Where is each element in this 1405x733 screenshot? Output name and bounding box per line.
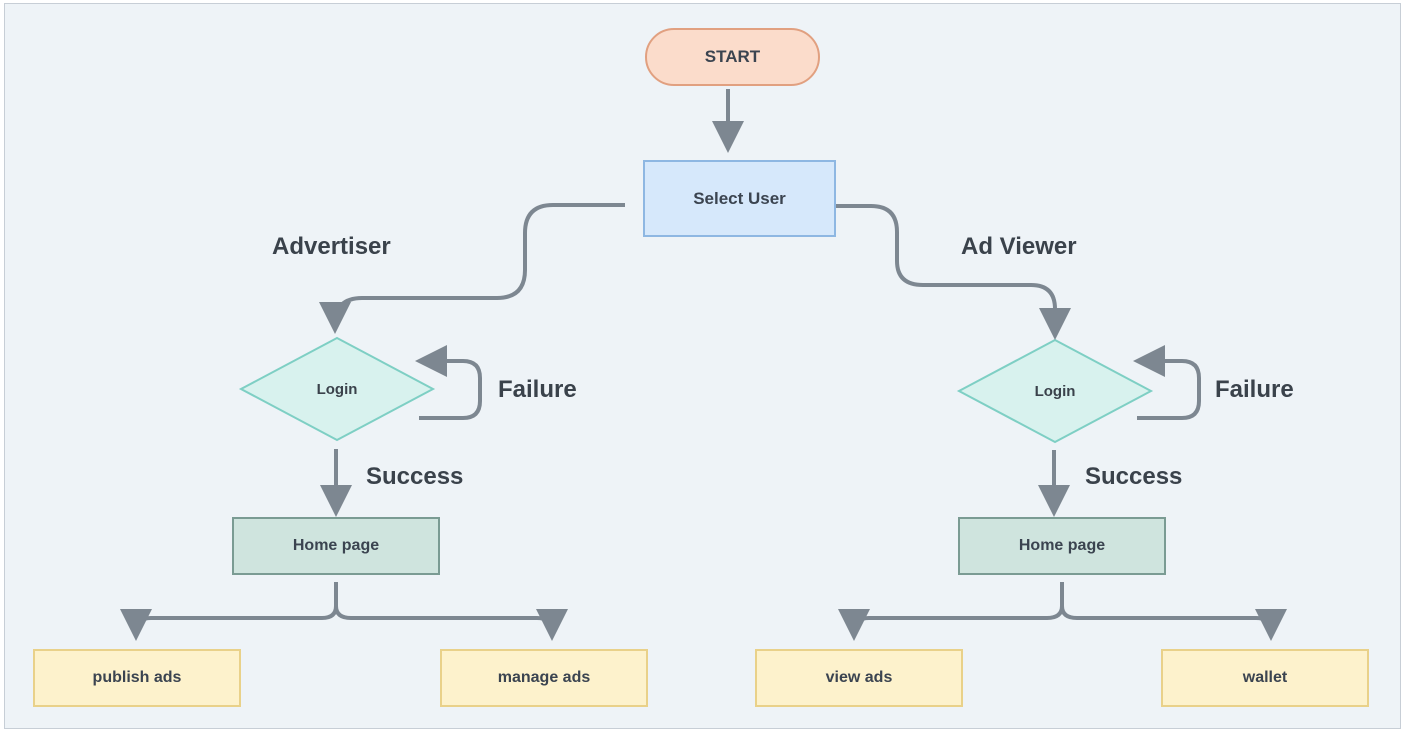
- left-home-to-manage-arrow: [334, 582, 568, 641]
- left-login-label: Login: [316, 381, 358, 398]
- right-success-label: Success: [1085, 463, 1183, 490]
- left-login-diamond: [238, 336, 436, 442]
- view-ads-node: view ads: [755, 649, 963, 707]
- start-label: START: [704, 47, 761, 66]
- left-success-label: Success: [366, 463, 464, 490]
- right-home-page-node: Home page: [958, 517, 1166, 575]
- wallet-node: wallet: [1161, 649, 1369, 707]
- manage-ads-node: manage ads: [440, 649, 648, 707]
- right-login-label: Login: [1034, 383, 1076, 400]
- start-node: START: [645, 28, 820, 86]
- left-home-to-publish-arrow: [120, 582, 338, 641]
- left-home-page-label: Home page: [292, 537, 380, 554]
- left-failure-loop-arrow: [415, 345, 482, 420]
- ad-viewer-branch-label: Ad Viewer: [961, 233, 1077, 260]
- left-home-page-node: Home page: [232, 517, 440, 575]
- right-login-diamond: [956, 338, 1154, 444]
- view-ads-label: view ads: [825, 669, 893, 686]
- select-to-viewer-arrow: [835, 204, 1071, 340]
- select-to-advertiser-arrow: [319, 203, 625, 334]
- publish-ads-label: publish ads: [92, 669, 182, 686]
- select-user-node: Select User: [643, 160, 836, 237]
- right-home-to-view-arrow: [838, 582, 1064, 641]
- right-home-to-wallet-arrow: [1060, 582, 1287, 641]
- advertiser-branch-label: Advertiser: [272, 233, 391, 260]
- right-home-page-label: Home page: [1018, 537, 1106, 554]
- connectors-layer: [120, 89, 1287, 641]
- left-failure-label: Failure: [498, 376, 577, 403]
- publish-ads-node: publish ads: [33, 649, 241, 707]
- wallet-label: wallet: [1242, 669, 1288, 686]
- right-failure-loop-arrow: [1133, 345, 1201, 420]
- select-user-label: Select User: [693, 188, 786, 208]
- right-failure-label: Failure: [1215, 376, 1294, 403]
- flowchart-canvas: START Select User Login Login Home page …: [4, 3, 1401, 729]
- manage-ads-label: manage ads: [497, 669, 591, 686]
